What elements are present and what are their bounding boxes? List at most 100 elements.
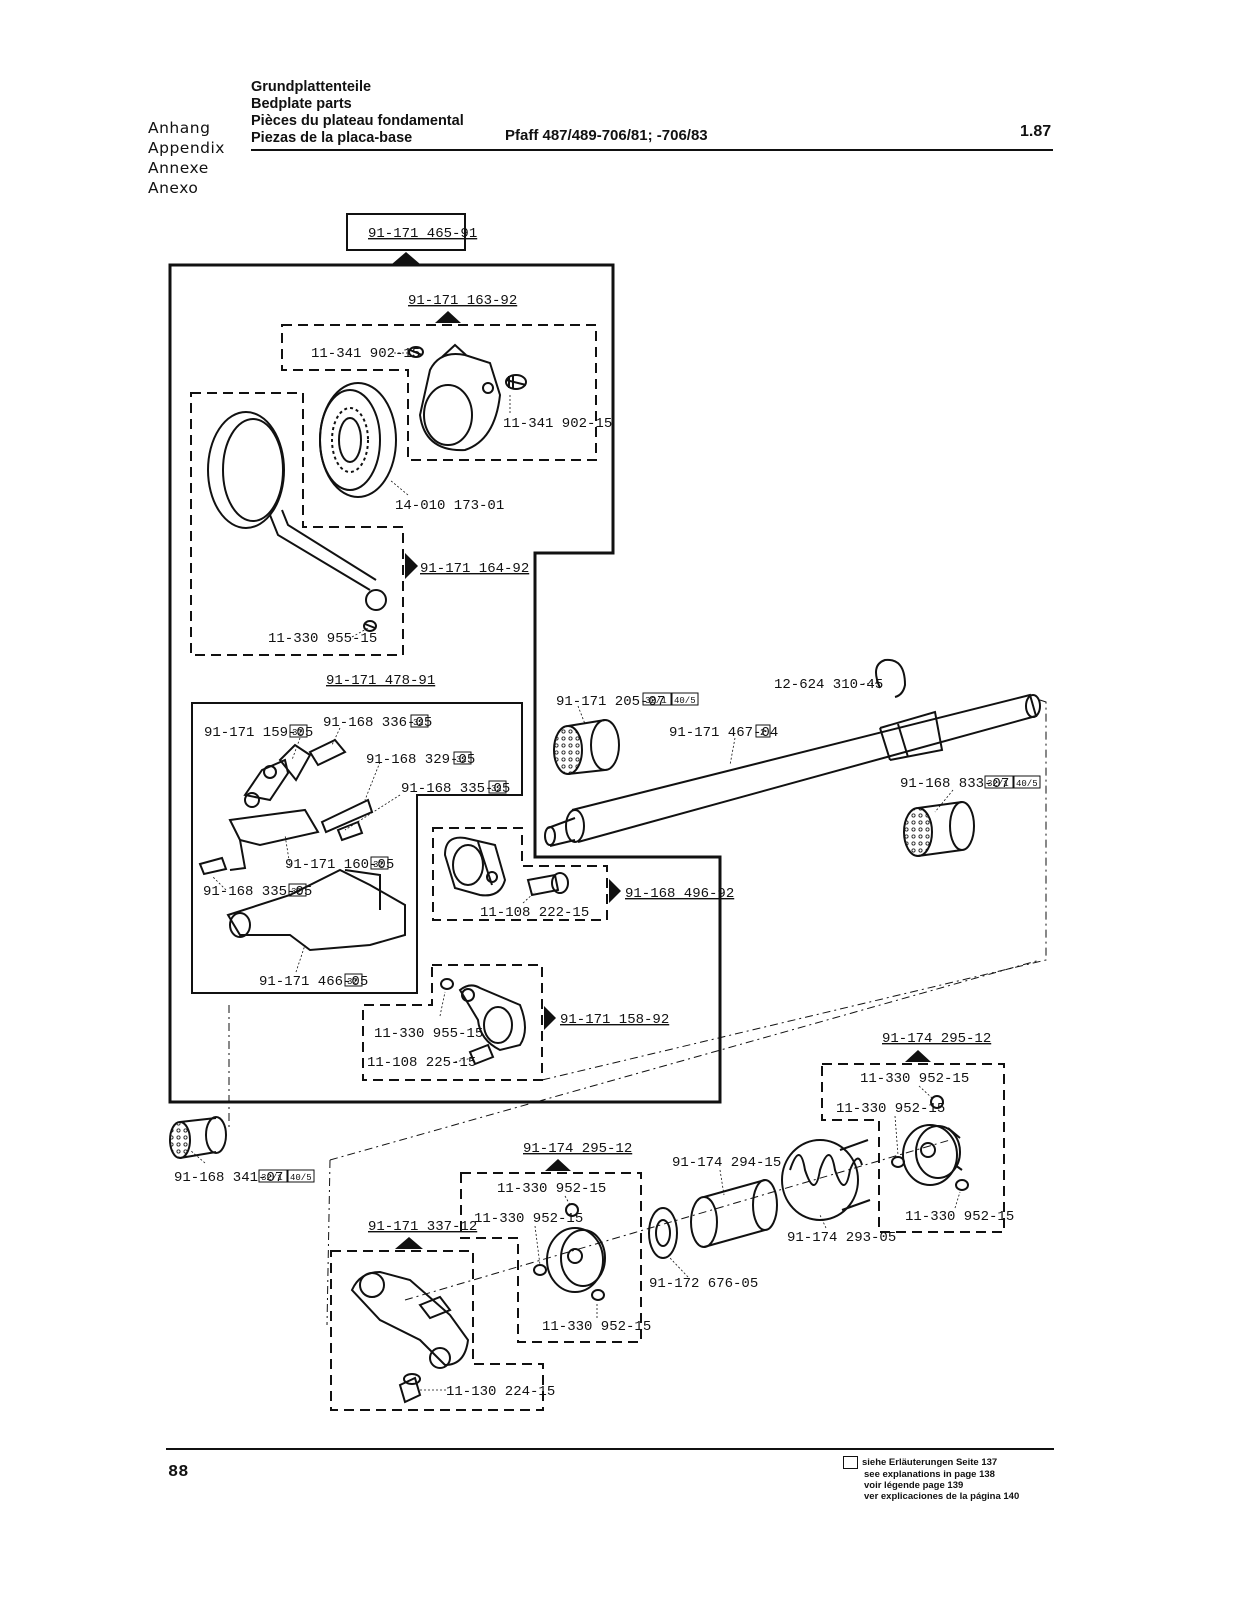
note-box: 32 [410, 714, 429, 728]
part-drawings [169, 343, 1041, 1404]
note-box: 40/5 [287, 1169, 315, 1183]
crank-lever-arrow [395, 1237, 423, 1249]
clamp-collar-group-outline [432, 827, 608, 921]
part-label: 11-330 952-15 [860, 1071, 969, 1087]
connecting-rod-drawing [207, 411, 387, 611]
pins-drawing [198, 738, 374, 876]
bushing-bottom-drawing [169, 1116, 227, 1159]
part-label: 14-010 173-01 [395, 498, 504, 514]
left-collar-group-outline [460, 1172, 642, 1343]
retaining-ring-drawing [875, 658, 907, 698]
part-label: 91-168 335-05 [401, 781, 510, 797]
clamp-collar-arrow [609, 879, 621, 903]
part-label: 11-130 224-15 [446, 1384, 555, 1400]
main-assembly-outline [168, 263, 722, 1104]
connecting-rod-group-outline [190, 392, 404, 656]
main-assembly-arrow [392, 252, 420, 264]
svg-text:32/1: 32/1 [261, 1173, 283, 1183]
leader-lines [189, 352, 961, 1391]
section-label-de: Anhang [148, 119, 211, 137]
part-label: 91-174 294-15 [672, 1155, 781, 1171]
svg-text:32: 32 [456, 755, 467, 765]
note-box: 32/1 [984, 775, 1014, 789]
legend-box-icon [843, 1456, 858, 1469]
part-label: 11-330 952-15 [497, 1181, 606, 1197]
crank-lever-assembly-label: 91-171 337-12 [368, 1219, 477, 1235]
part-label: 11-108 225-15 [367, 1055, 476, 1071]
svg-text:32: 32 [291, 887, 302, 897]
alignment-lines [228, 699, 1047, 1326]
header-rule [251, 149, 1053, 151]
shaft-drawing [544, 693, 1041, 847]
part-label: 91-171 159-05 [204, 725, 313, 741]
lever-set-drawing [226, 743, 406, 952]
spring-drawing [781, 1139, 871, 1221]
title-fr: Pièces du plateau fondamental [251, 113, 464, 129]
left-collar-arrow [545, 1159, 571, 1171]
left-collar-assembly-label: 91-174 295-12 [523, 1141, 632, 1157]
part-label: 91-168 833-07 [900, 776, 1009, 792]
crank-collar-assembly-label: 91-171 158-92 [560, 1012, 669, 1028]
ball-bearing-drawing [319, 382, 397, 498]
eccentric-group-outline [281, 324, 597, 461]
crank-lever-drawing [350, 1270, 470, 1369]
svg-text:40/5: 40/5 [290, 1173, 312, 1183]
legend-line: see explanations in page 138 [864, 1469, 995, 1480]
section-label-en: Appendix [148, 139, 225, 157]
svg-text:2: 2 [760, 728, 765, 738]
eccentric-assembly-label: 91-171 163-92 [408, 293, 517, 309]
part-label: 11-341 902-15 [311, 346, 420, 362]
part-label: 11-330 952-15 [905, 1209, 1014, 1225]
right-collar-arrow [905, 1050, 931, 1062]
lever-set-assembly-label: 91-171 478-91 [326, 673, 435, 689]
svg-text:32: 32 [292, 728, 303, 738]
page-code: 1.87 [1020, 123, 1052, 140]
note-box: 32 [344, 973, 363, 987]
left-collar-drawing [546, 1227, 606, 1293]
page-number: 88 [168, 1463, 189, 1482]
part-label: 91-171 160-05 [285, 857, 394, 873]
part-label: 91-168 329-05 [366, 752, 475, 768]
lever-set-group-outline [191, 702, 523, 994]
eccentric-arrow [435, 311, 461, 323]
left-screws-drawing [533, 1203, 605, 1301]
section-labels: Anhang Appendix Annexe Anexo [148, 118, 225, 198]
legend-line: voir légende page 139 [864, 1480, 964, 1491]
note-box: 32 [288, 883, 307, 897]
clamp-collar-assembly-label: 91-168 496-92 [625, 886, 734, 902]
section-label-fr: Annexe [148, 159, 209, 177]
svg-text:32/1: 32/1 [987, 779, 1009, 789]
crank-collar-drawing [458, 984, 526, 1052]
right-screws-drawing [891, 1095, 969, 1191]
assembly-labels: 91-171 465-91 91-171 163-92 91-171 164-9… [326, 226, 991, 1235]
legend-line: ver explicaciones de la página 140 [864, 1491, 1020, 1502]
page-titles: Grundplattenteile Bedplate parts Pièces … [251, 79, 464, 147]
svg-text:32: 32 [347, 977, 358, 987]
note-box: 32 [453, 751, 472, 765]
svg-text:32: 32 [491, 784, 502, 794]
title-es: Piezas de la placa-base [251, 130, 413, 146]
crank-collar-arrow [544, 1006, 556, 1030]
part-label: 11-330 955-15 [374, 1026, 483, 1042]
part-label: 91-168 336-05 [323, 715, 432, 731]
bushing-left-drawing [553, 719, 620, 775]
crank-clamp-screw-drawing [468, 1043, 495, 1066]
svg-text:32/1: 32/1 [645, 696, 667, 706]
section-label-es: Anexo [148, 179, 199, 197]
part-label: 91-168 335-05 [203, 884, 312, 900]
connecting-rod-assembly-label: 91-171 164-92 [420, 561, 529, 577]
part-label: 91-172 676-05 [649, 1276, 758, 1292]
sleeve-drawing [690, 1179, 778, 1248]
part-label: 91-171 466-05 [259, 974, 368, 990]
right-collar-group-outline [821, 1063, 1005, 1233]
note-box: 2 [755, 724, 771, 738]
svg-text:40/5: 40/5 [674, 696, 696, 706]
note-box: 40/5 [671, 692, 699, 706]
title-en: Bedplate parts [251, 96, 352, 112]
set-screw-eccentric-left-drawing [408, 346, 424, 358]
note-box: 32/1 [642, 692, 672, 706]
part-label: 11-330 952-15 [542, 1319, 651, 1335]
svg-text:40/5: 40/5 [1016, 779, 1038, 789]
main-assembly-box [346, 213, 466, 251]
